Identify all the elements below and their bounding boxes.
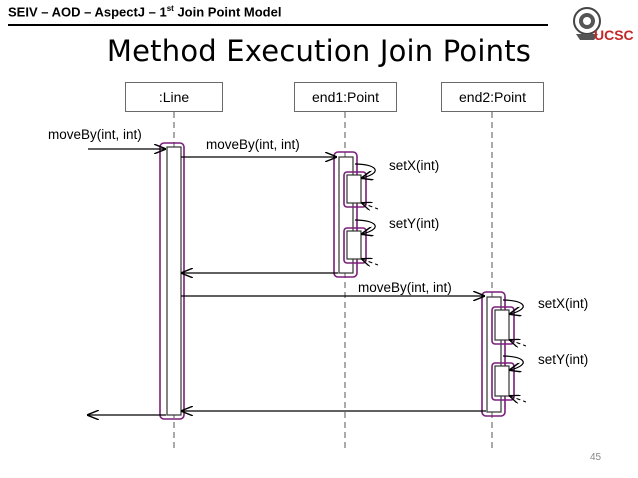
label-end1-setx: setX(int) <box>389 158 440 173</box>
lifeline-box-line: :Line <box>125 82 223 112</box>
slide-header: SEIV – AOD – AspectJ – 1st Join Point Mo… <box>8 4 281 19</box>
page-number: 45 <box>590 452 602 463</box>
join-point-highlight-end2 <box>481 291 506 417</box>
logo-text: UCSC <box>594 27 634 43</box>
label-end1-sety: setY(int) <box>389 216 440 231</box>
label-end2-sety: setY(int) <box>538 352 589 367</box>
join-point-highlight-end1-sety <box>343 227 367 264</box>
university-crest-icon <box>570 6 604 44</box>
return-end1-setx <box>362 203 379 209</box>
return-end2-setx <box>510 340 527 346</box>
header-sup: st <box>166 4 174 13</box>
join-point-highlight-end1 <box>333 151 358 278</box>
arrow-end1-sety <box>354 219 376 234</box>
header-rule <box>8 24 548 26</box>
join-point-highlight-line <box>159 142 185 420</box>
lifeline-box-end2: end2:Point <box>441 82 544 112</box>
return-end2-sety <box>510 396 527 402</box>
label-end1-moveby: moveBy(int, int) <box>206 137 300 152</box>
join-point-highlight-end1-setx <box>343 171 367 208</box>
slide-title: Method Execution Join Points <box>106 34 532 68</box>
label-incoming-moveby: moveBy(int, int) <box>48 127 142 142</box>
header-suffix: Join Point Model <box>173 4 282 20</box>
return-end1-sety <box>362 259 379 265</box>
activation-end2-sety <box>494 365 510 397</box>
activation-line <box>166 146 182 416</box>
activation-end1-sety <box>346 230 362 260</box>
activation-end1-setx <box>346 174 362 204</box>
arrow-end1-setx <box>354 163 376 178</box>
lifeline-box-end1: end1:Point <box>294 82 397 112</box>
label-end2-moveby: moveBy(int, int) <box>358 280 452 295</box>
arrow-end2-sety <box>502 355 524 370</box>
header-prefix: SEIV – AOD – AspectJ – 1 <box>8 4 167 20</box>
join-point-highlight-end2-setx <box>491 306 515 345</box>
arrow-end2-setx <box>502 299 524 314</box>
join-point-highlight-end2-sety <box>491 362 515 401</box>
label-end2-setx: setX(int) <box>538 296 589 311</box>
activation-end2-setx <box>494 309 510 341</box>
